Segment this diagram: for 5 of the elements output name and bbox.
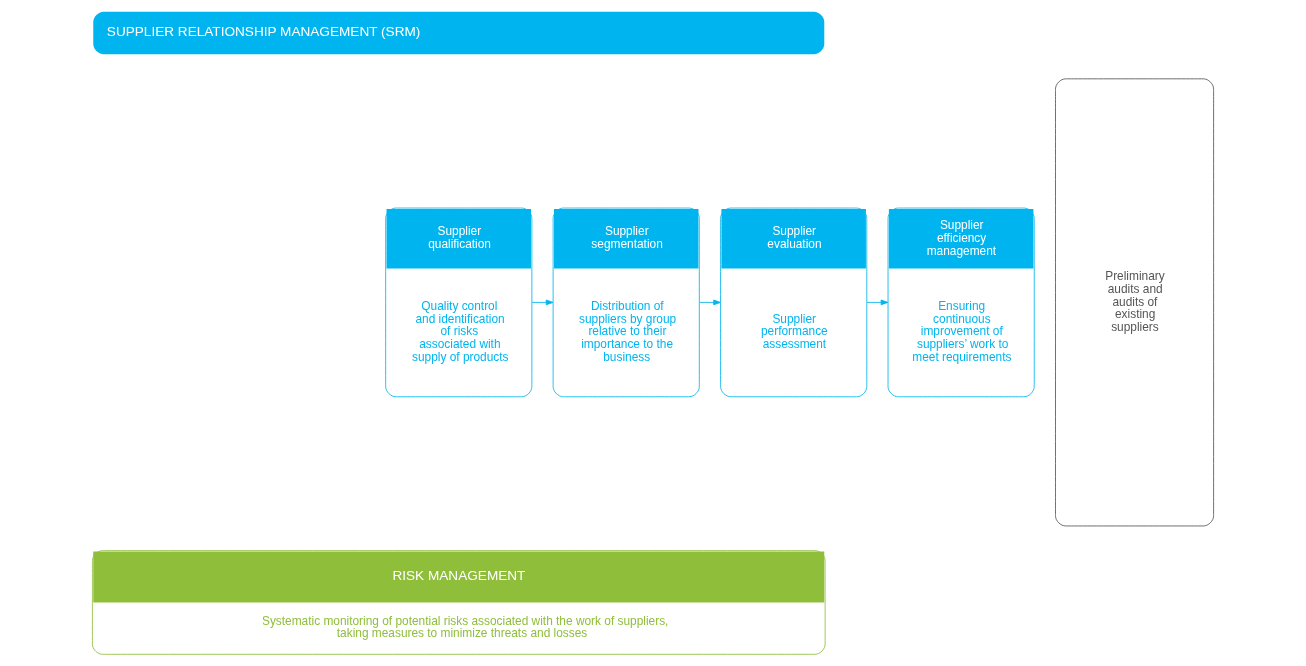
node-box: SUPPLIER RELATIONSHIP MANAGEMENT (SRM) xyxy=(93,11,825,55)
node-box: Preliminary audits and audits of existing suppliers xyxy=(1055,78,1215,527)
arrow xyxy=(699,299,721,306)
arrow xyxy=(866,299,889,306)
arrow xyxy=(531,299,554,306)
